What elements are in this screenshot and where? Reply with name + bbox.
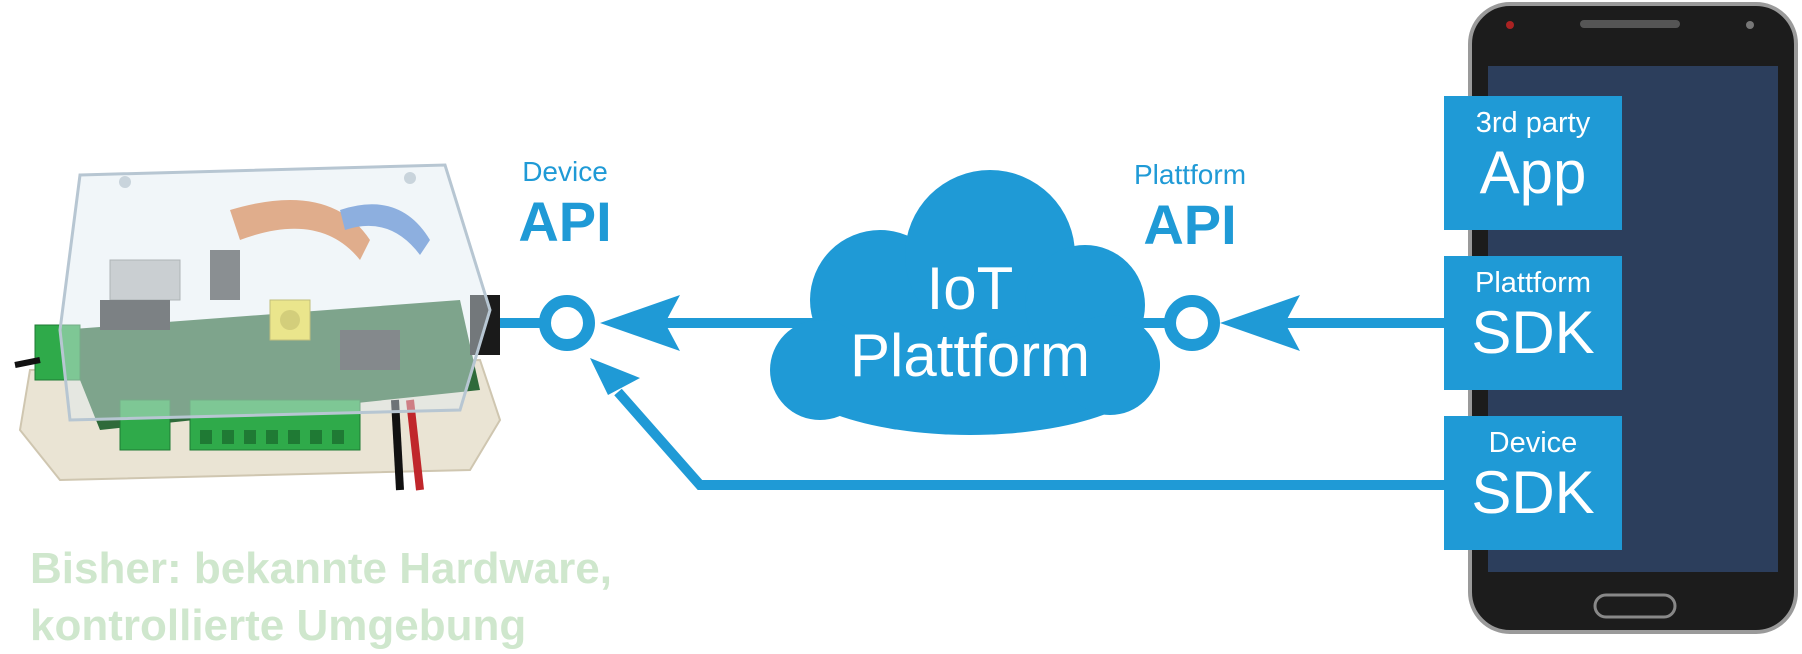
platform-api-big-text: API bbox=[1143, 193, 1237, 256]
platform-sdk-box: Plattform SDK bbox=[1444, 256, 1622, 390]
caption-line1: Bisher: bekannte Hardware, bbox=[30, 544, 612, 593]
device-sdk-small: Device bbox=[1488, 427, 1578, 459]
iot-device-image bbox=[14, 163, 502, 491]
device-api-small-text: Device bbox=[522, 156, 608, 187]
third-party-app-big: App bbox=[1479, 138, 1587, 206]
caption: Bisher: bekannte Hardware, kontrollierte… bbox=[30, 540, 612, 654]
device-api-node bbox=[539, 295, 595, 351]
caption-line2: kontrollierte Umgebung bbox=[30, 601, 527, 651]
third-party-app-small: 3rd party bbox=[1475, 107, 1591, 139]
platform-api-node bbox=[1164, 295, 1220, 351]
device-sdk-box: Device SDK bbox=[1444, 416, 1622, 550]
third-party-app-box: 3rd party App bbox=[1444, 96, 1622, 230]
device-api-label: Device API bbox=[500, 158, 630, 250]
arrow-sdk-to-device-api bbox=[590, 358, 640, 395]
device-api-big-text: API bbox=[518, 190, 612, 253]
cloud-label-line2: Plattform bbox=[849, 322, 1091, 390]
platform-api-label: Plattform API bbox=[1110, 161, 1270, 253]
platform-sdk-big: SDK bbox=[1471, 298, 1595, 366]
platform-api-small-text: Plattform bbox=[1133, 159, 1247, 190]
arrow-to-device-api bbox=[600, 295, 680, 351]
platform-sdk-small: Plattform bbox=[1474, 267, 1592, 299]
cloud-label: IoT Plattform bbox=[800, 255, 1140, 389]
device-sdk-big: SDK bbox=[1471, 458, 1595, 526]
iot-cloud bbox=[770, 170, 1160, 435]
cloud-label-line1: IoT bbox=[926, 255, 1014, 322]
arrow-to-platform-api bbox=[1220, 295, 1300, 351]
